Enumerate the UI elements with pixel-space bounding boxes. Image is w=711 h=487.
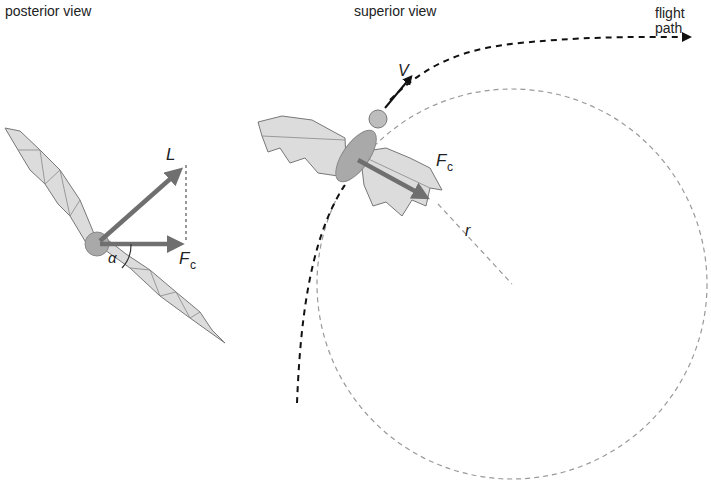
radius-line	[438, 204, 512, 284]
velocity-vector	[385, 78, 410, 108]
flight-path	[297, 37, 688, 403]
subscript: c	[447, 161, 453, 174]
turn-circle	[317, 89, 707, 479]
lift-vector	[100, 172, 178, 241]
vector-label: F	[179, 250, 189, 269]
posterior-bat	[5, 128, 225, 343]
centripetal-vector	[358, 160, 424, 196]
view-title: posterior view	[5, 4, 91, 19]
superior-bat	[258, 78, 442, 216]
path-label: flight path	[655, 6, 703, 37]
vector-label: F	[436, 152, 446, 171]
projection-line	[186, 165, 187, 240]
angle-arc	[122, 244, 131, 268]
view-title: superior view	[354, 4, 436, 19]
vector-label: L	[166, 146, 175, 165]
angle-label: α	[108, 250, 117, 267]
subscript: c	[190, 259, 196, 272]
centripetal-vector	[100, 242, 178, 247]
vector-label: V	[398, 62, 409, 80]
radius-label: r	[465, 222, 470, 240]
